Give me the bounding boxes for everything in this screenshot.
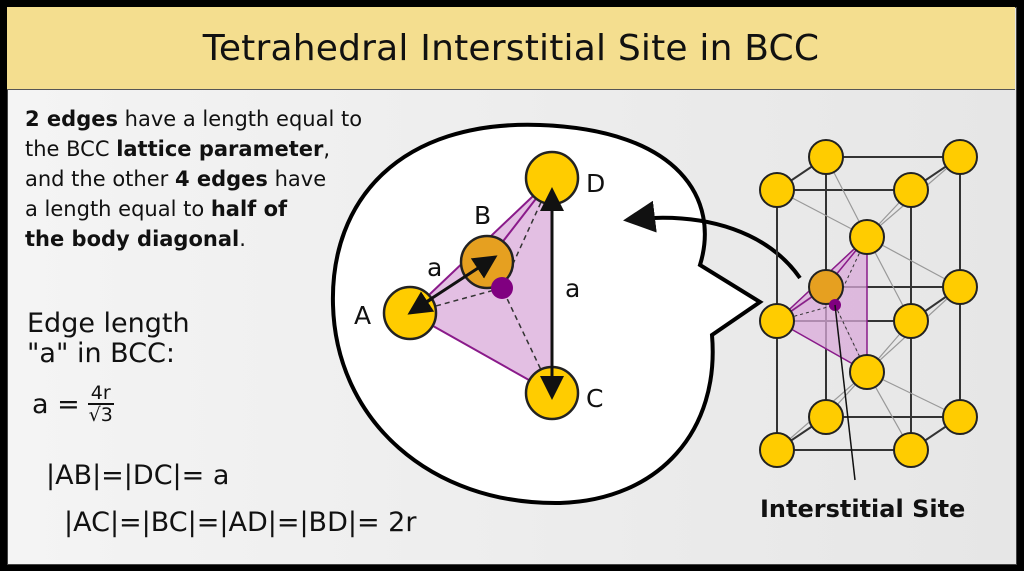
formula-lhs: a =	[32, 388, 80, 420]
interstitial-site-label: Interstitial Site	[760, 495, 966, 523]
text: have	[267, 167, 327, 191]
text: a length equal to	[25, 197, 211, 221]
label-edge-dc: a	[565, 274, 580, 303]
bcc-atoms	[759, 139, 978, 468]
bcc-lattice	[773, 156, 964, 451]
text: the BCC	[25, 137, 117, 161]
heading-line: "a" in BCC:	[27, 338, 176, 369]
site-pointer-line	[834, 304, 856, 481]
equation-ac-bc-ad-bd: |AC|=|BC|=|AD|=|BD|= 2r	[64, 507, 417, 538]
text: ,	[323, 137, 331, 161]
label-d: D	[586, 169, 605, 198]
label-edge-ab: a	[427, 253, 442, 282]
heading-line: Edge length	[27, 308, 190, 339]
interstitial-site	[491, 277, 513, 299]
description-text: 2 edges have a length equal to the BCC l…	[25, 104, 362, 254]
text: .	[239, 227, 246, 251]
text-bold: 4 edges	[174, 167, 268, 191]
text: and the other	[25, 167, 175, 191]
label-a: A	[354, 301, 371, 330]
curved-arrow	[623, 200, 802, 280]
text-bold: half of	[210, 197, 288, 221]
equation-ab-dc: |AB|=|DC|= a	[46, 460, 230, 491]
numerator: 4r	[87, 383, 114, 405]
text-bold: the body diagonal	[25, 227, 240, 251]
edge-length-heading: Edge length "a" in BCC:	[27, 309, 190, 369]
fraction: 4r √3	[87, 383, 114, 426]
label-b: B	[474, 201, 491, 230]
title-bar: Tetrahedral Interstitial Site in BCC	[7, 7, 1015, 90]
text-bold: 2 edges	[25, 107, 118, 131]
text: have a length equal to	[117, 107, 363, 131]
label-c: C	[586, 384, 603, 413]
text-bold: lattice parameter	[116, 137, 324, 161]
zoomed-tetrahedron: A B C D a a	[354, 150, 605, 421]
page-title: Tetrahedral Interstitial Site in BCC	[202, 27, 820, 69]
edge-formula: a = 4r √3	[32, 383, 114, 425]
denominator: √3	[88, 404, 113, 426]
